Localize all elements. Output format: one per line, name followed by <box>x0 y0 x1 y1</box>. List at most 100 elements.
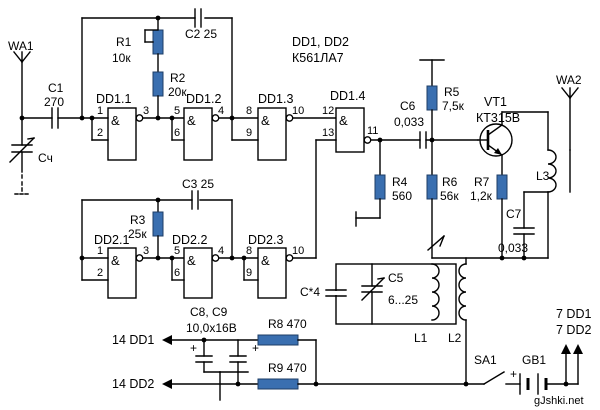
junction-base <box>429 137 435 143</box>
inductor-l3 <box>547 149 571 259</box>
antenna-wa1 <box>13 51 31 119</box>
junction-r9 <box>313 381 319 387</box>
dd1-2-label: DD1.2 <box>186 92 221 106</box>
junction-dd12 <box>169 115 175 121</box>
junction-gnd <box>563 381 569 387</box>
resistor-r5 <box>426 85 438 111</box>
c89-val: 10,0x16В <box>186 321 237 335</box>
junction-dd11 <box>89 115 95 121</box>
arrow-gnd2 <box>573 344 583 354</box>
pin-10: 10 <box>292 105 304 117</box>
gate-dd2-2 <box>183 247 220 299</box>
capacitor-c6 <box>419 131 479 149</box>
dd2-3-label: DD2.3 <box>248 233 283 247</box>
watermark: gJshki.net <box>534 395 584 407</box>
junction-dd22-out <box>229 255 235 261</box>
r7-ref: R7 <box>474 175 490 189</box>
dd1-3-amp: & <box>261 113 270 128</box>
gb1-plus: + <box>510 367 517 381</box>
pin2-10: 10 <box>292 245 304 257</box>
pin-4: 4 <box>218 105 224 117</box>
pwr1-label: 14 DD1 <box>112 333 154 347</box>
capacitor-c7 <box>513 191 549 259</box>
c89-ref: C8, C9 <box>190 305 228 319</box>
cx-label: Cч <box>38 151 53 165</box>
pin-9: 9 <box>246 127 252 139</box>
capacitor-c9 <box>229 339 247 385</box>
sa1-label: SA1 <box>474 353 497 367</box>
r7-val: 1,2к <box>470 189 493 203</box>
dd1-4-label: DD1.4 <box>330 89 365 103</box>
r6-val: 56к <box>440 189 459 203</box>
inductor-l2 <box>458 263 467 321</box>
resistor-r7 <box>496 174 508 200</box>
pin-3: 3 <box>143 105 149 117</box>
pin2-6: 6 <box>174 267 180 279</box>
dd1-4-amp: & <box>339 113 348 128</box>
dd1-1-amp: & <box>111 113 120 128</box>
tuning-arrow <box>427 235 445 251</box>
c1-val: 270 <box>44 95 64 109</box>
r1-ref: R1 <box>116 35 132 49</box>
c1-ref: C1 <box>48 81 64 95</box>
resistor-r9 <box>257 378 299 390</box>
vt1-ref: VT1 <box>484 95 507 109</box>
r9-label: R9 470 <box>268 361 307 375</box>
pin2-5: 5 <box>174 245 180 257</box>
arrow-pwr1 <box>162 335 172 345</box>
resistor-r8 <box>257 334 299 346</box>
capacitor-c5 <box>361 263 385 325</box>
gate-dd1-4 <box>335 107 372 153</box>
c5-ref: C5 <box>388 271 404 285</box>
junction-c1 <box>79 115 85 121</box>
dd2-1-label: DD2.1 <box>94 233 129 247</box>
pin2-1: 1 <box>97 245 103 257</box>
r5-ref: R5 <box>444 85 460 99</box>
c4-label: C*4 <box>300 285 320 299</box>
dd1-1-label: DD1.1 <box>96 92 131 106</box>
pin-6: 6 <box>174 127 180 139</box>
resistor-r4 <box>355 139 386 227</box>
junction-dd23 <box>241 255 247 261</box>
pin2-3: 3 <box>143 245 149 257</box>
r3-val: 25к <box>128 227 147 241</box>
junction-c9 <box>235 381 241 387</box>
l1-label: L1 <box>414 331 428 345</box>
junction-r3-top <box>155 197 161 203</box>
c8-plus: + <box>190 341 197 355</box>
tuning-arrow-head <box>439 235 445 247</box>
c6-val: 0,033 <box>394 115 424 129</box>
gb1-label: GB1 <box>522 353 546 367</box>
pwr2-label: 14 DD2 <box>112 377 154 391</box>
vt1-val: КТ315В <box>476 111 520 125</box>
pin-5: 5 <box>174 105 180 117</box>
capacitor-c3 <box>191 190 199 210</box>
gnd2-label: 7 DD2 <box>556 323 591 337</box>
junction-c8 <box>201 337 207 343</box>
c6-ref: C6 <box>400 99 416 113</box>
c2-label: C2 25 <box>185 27 217 41</box>
dd2-1-amp: & <box>111 253 120 268</box>
r4-val: 560 <box>392 189 412 203</box>
r3-ref: R3 <box>130 213 146 227</box>
pin2-4: 4 <box>218 245 224 257</box>
capacitor-c8 <box>195 339 213 373</box>
switch-sa1 <box>465 371 521 385</box>
resistor-r6 <box>426 174 438 200</box>
gnd1-label: 7 DD1 <box>556 307 591 321</box>
pin-2: 2 <box>97 127 103 139</box>
transistor-vt1 <box>477 111 513 176</box>
junction-dd22 <box>169 255 175 261</box>
arrow-pwr2 <box>162 379 172 389</box>
gate-dd2-3 <box>257 247 294 299</box>
capacitor-c2 <box>194 8 202 28</box>
junction-r7 <box>499 255 505 261</box>
pin-11: 11 <box>367 125 378 137</box>
gate-dd1-2 <box>183 107 220 161</box>
pin2-9: 9 <box>246 267 252 279</box>
wa1-label: WA1 <box>8 39 34 53</box>
chips-label: DD1, DD2 <box>292 35 349 49</box>
c9-plus: + <box>252 341 259 355</box>
gate-dd1-1 <box>107 107 144 161</box>
